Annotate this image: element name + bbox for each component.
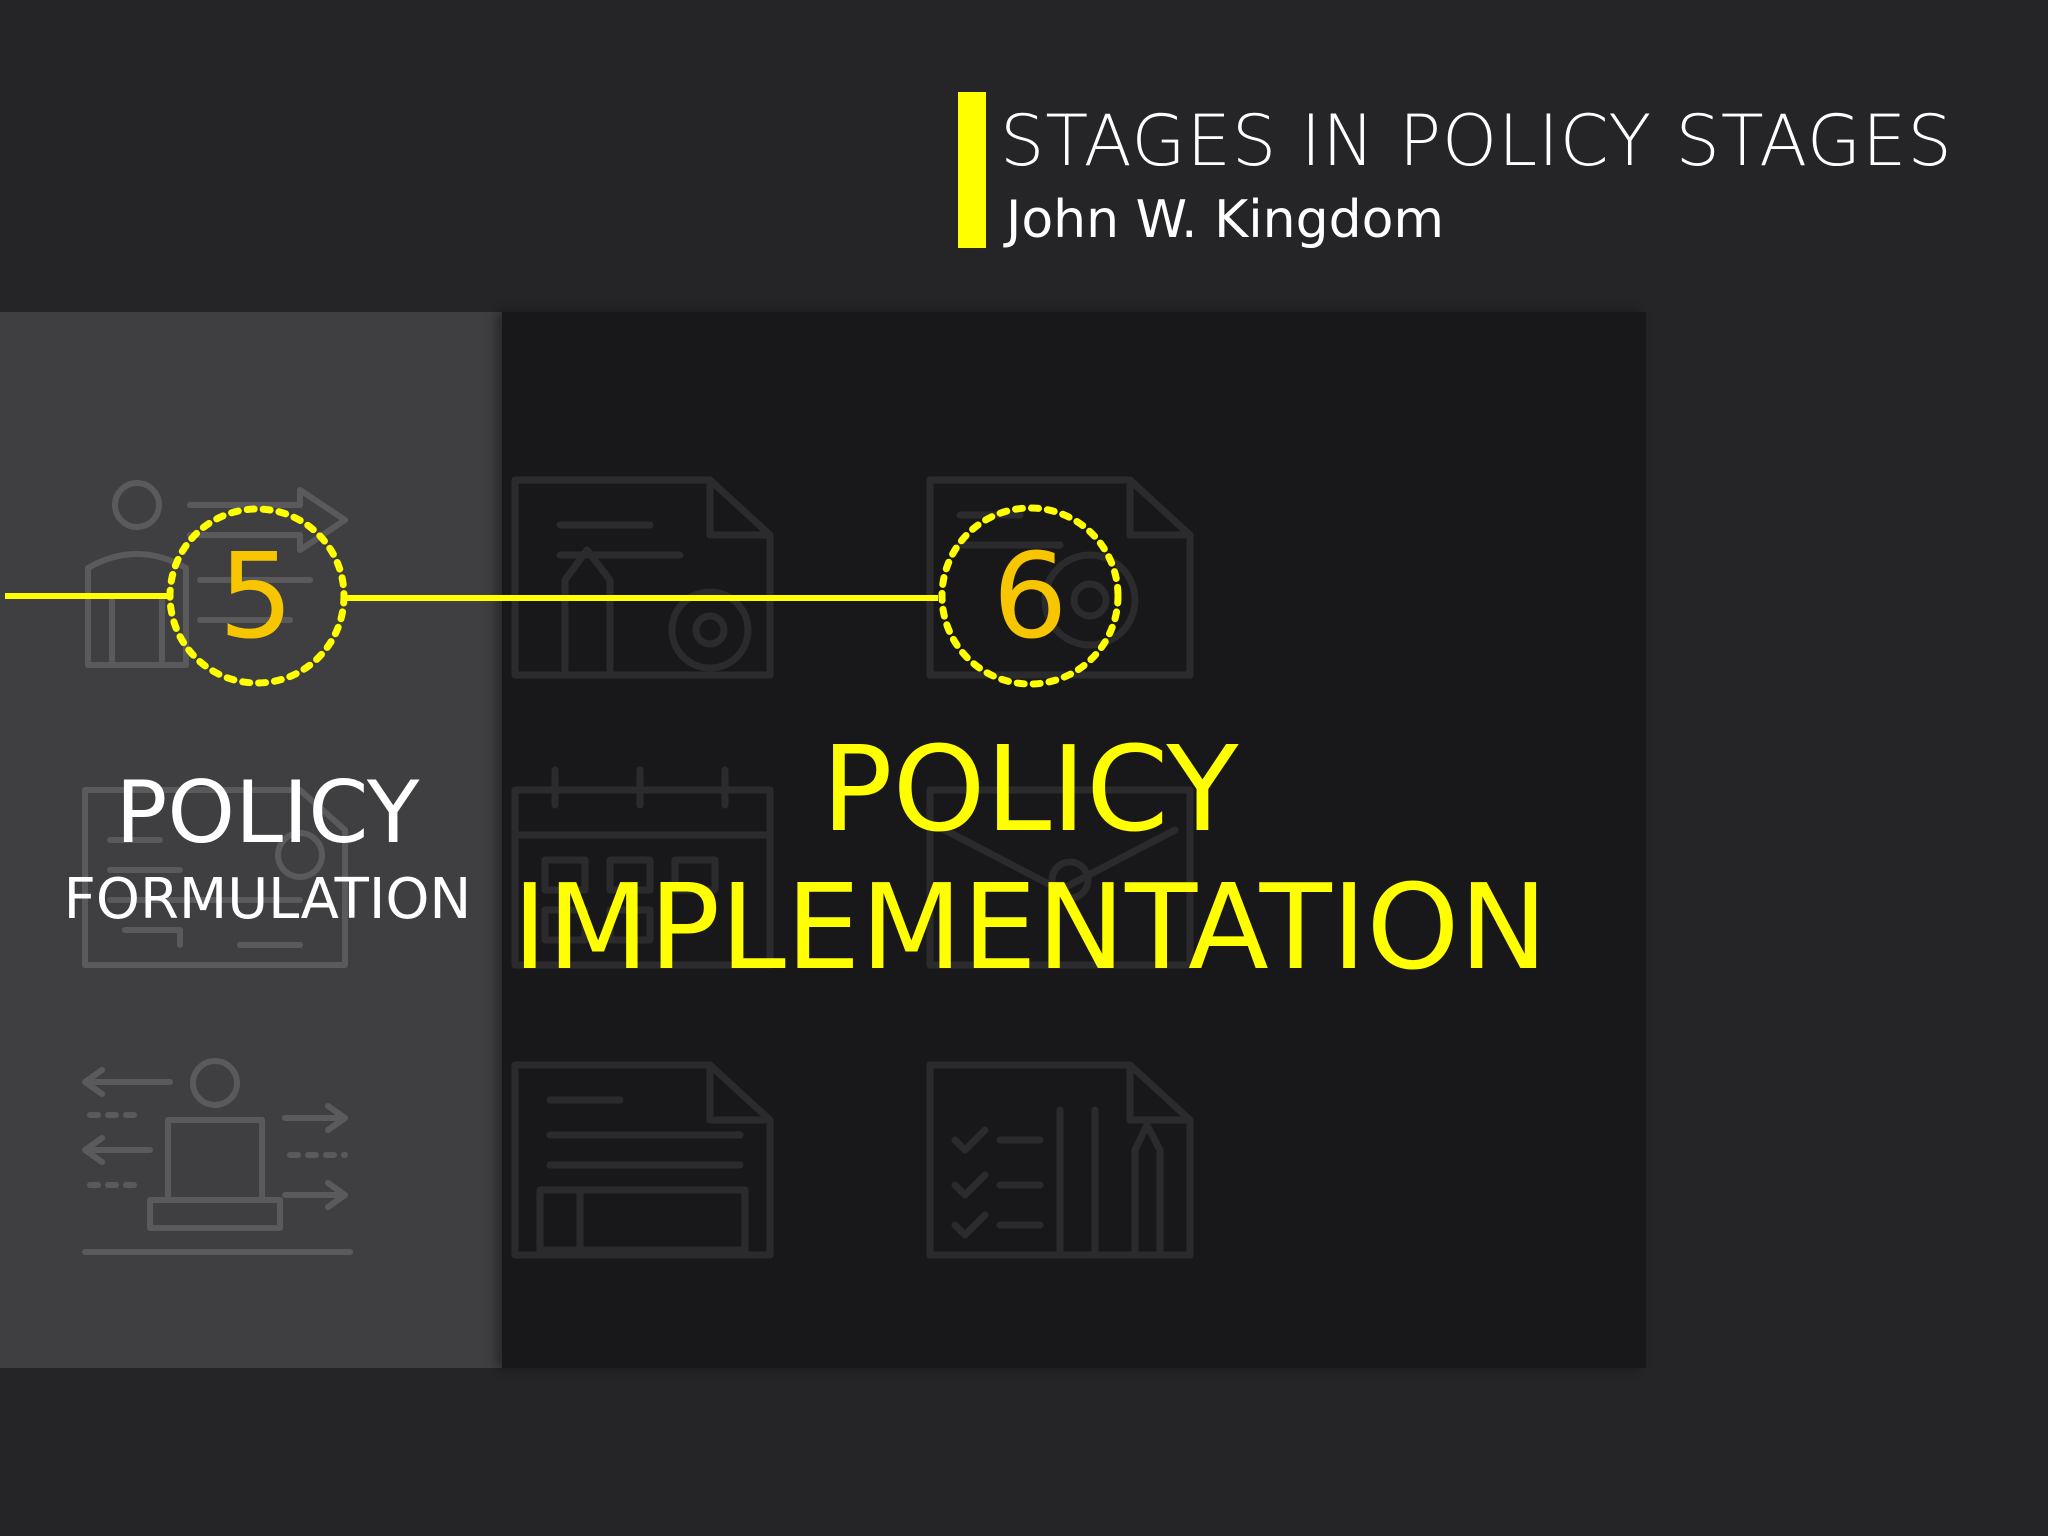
title-accent-bar [958,92,986,248]
stage-6-marker [938,504,1122,688]
stage-5-number: 5 [218,527,294,665]
slide-subtitle: John W. Kingdom [1006,190,1445,250]
stage-5-label-line2: FORMULATION [63,867,472,932]
stage-5-marker [166,505,348,687]
stage-6-number: 6 [992,527,1068,665]
stage-6-label-line2: IMPLEMENTATION [512,858,1548,996]
slide-title: STAGES IN POLICY STAGES [1000,100,1953,182]
stage-5-label-line1: POLICY [115,763,420,863]
stage-6-label-line1: POLICY [821,720,1239,858]
